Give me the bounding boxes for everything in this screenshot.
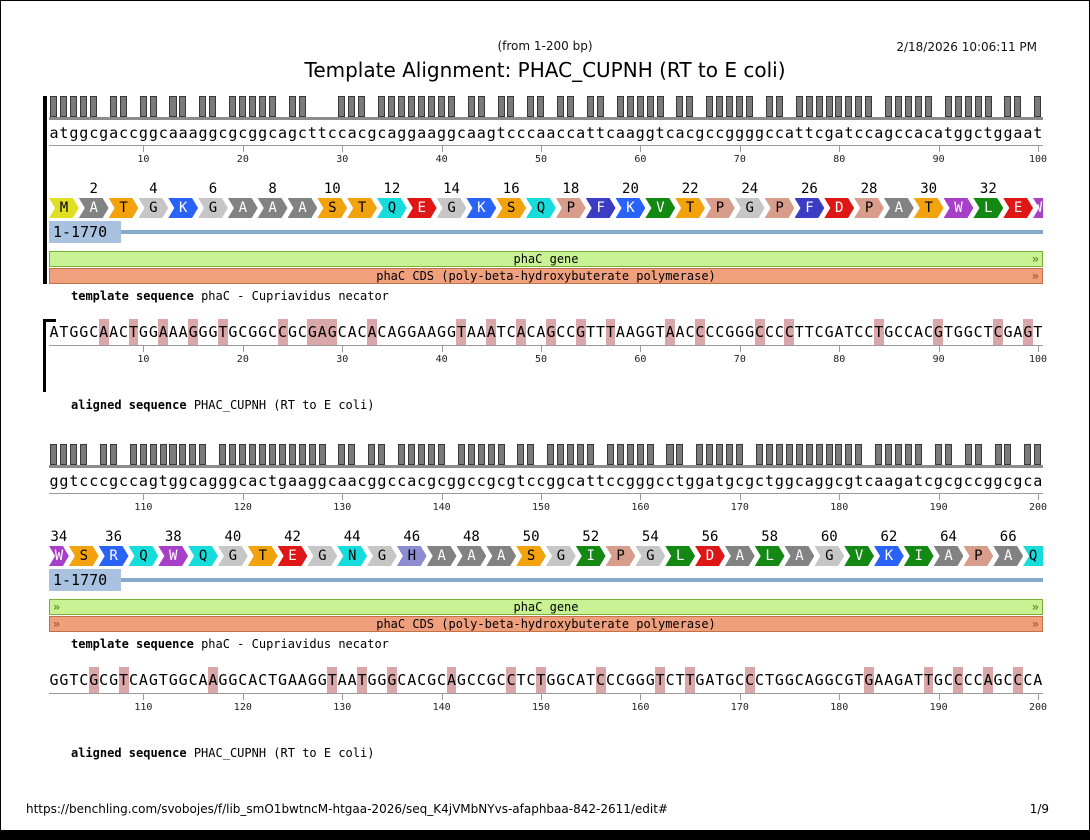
template-sequence: atggcgaccggcaaaggcgcggcagcttccacgcaggaag… — [49, 124, 1043, 142]
alignment-content: atggcgaccggcaaaggcgcggcagcttccacgcaggaag… — [43, 96, 1047, 762]
print-datetime: 2/18/2026 10:06:11 PM — [896, 40, 1037, 54]
cds-annotation-label: phaC CDS (poly-beta-hydroxybuterate poly… — [376, 617, 716, 631]
aligned-group: GGTCGCGTCAGTGGCAAGGCACTGAAGGTAATGGGCACGC… — [49, 667, 1047, 740]
alignment-block-1: atggcgaccggcaaaggcgcggcagcttccacgcaggaag… — [43, 96, 1047, 414]
match-track — [49, 96, 1043, 121]
range-line — [121, 230, 1043, 234]
aligned-sequence-label: aligned sequence PHAC_CUPNH (RT to E col… — [71, 746, 375, 760]
range-chip: 1-1770 — [49, 221, 122, 243]
gene-annotation-label: phaC gene — [513, 600, 579, 614]
aligned-sequence: ATGGCAACTGGAAAGGGTGCGGCCGCGAGCACACAGGAAG… — [49, 319, 1043, 345]
gene-annotation-bar: » phaC gene » — [49, 599, 1043, 615]
gene-annotation-bar: » phaC gene » — [49, 251, 1043, 267]
match-track — [49, 444, 1043, 469]
sequence-range-row: 1-1770 — [49, 569, 1043, 591]
selection-caret — [43, 96, 47, 284]
template-group: atggcgaccggcaaaggcgcggcagcttccacgcaggaag… — [43, 96, 1047, 284]
aligned-sequence: GGTCGCGTCAGTGGCAAGGCACTGAAGGTAATGGGCACGC… — [49, 667, 1043, 693]
chevron-right-icon: » — [1031, 617, 1039, 631]
chevron-left-icon: » — [53, 600, 61, 614]
source-url: https://benchling.com/svobojes/f/lib_smO… — [26, 802, 668, 816]
page-title: Template Alignment: PHAC_CUPNH (RT to E … — [304, 58, 786, 82]
range-line — [121, 578, 1043, 582]
cds-annotation-bar: » phaC CDS (poly-beta-hydroxybuterate po… — [49, 268, 1043, 284]
selection-caret — [43, 319, 56, 392]
template-group: ggtcccgccagtggcagggcactgaaggcaacggccacgc… — [49, 444, 1047, 632]
page-number: 1/9 — [1029, 802, 1049, 816]
sequence-range-row: 1-1770 — [49, 221, 1043, 243]
aligned-sequence-label: aligned sequence PHAC_CUPNH (RT to E col… — [71, 398, 375, 412]
bp-range-note: (from 1-200 bp) — [497, 39, 593, 53]
chevron-right-icon: » — [1031, 252, 1039, 266]
chevron-right-icon: » — [1031, 600, 1039, 614]
range-chip: 1-1770 — [49, 569, 122, 591]
cds-annotation-label: phaC CDS (poly-beta-hydroxybuterate poly… — [376, 269, 716, 283]
template-sequence: ggtcccgccagtggcagggcactgaaggcaacggccacgc… — [49, 472, 1043, 490]
gene-annotation-label: phaC gene — [513, 252, 579, 266]
aligned-group: ATGGCAACTGGAAAGGGTGCGGCCGCGAGCACACAGGAAG… — [43, 319, 1047, 392]
chevron-right-icon: » — [1031, 269, 1039, 283]
template-sequence-label: template sequence phaC - Cupriavidus nec… — [71, 637, 389, 651]
alignment-block-2: ggtcccgccagtggcagggcactgaaggcaacggccacgc… — [49, 444, 1047, 762]
template-sequence-label: template sequence phaC - Cupriavidus nec… — [71, 289, 389, 303]
cds-annotation-bar: » phaC CDS (poly-beta-hydroxybuterate po… — [49, 616, 1043, 632]
chevron-left-icon: » — [53, 617, 61, 631]
next-page-edge — [1, 830, 1089, 840]
